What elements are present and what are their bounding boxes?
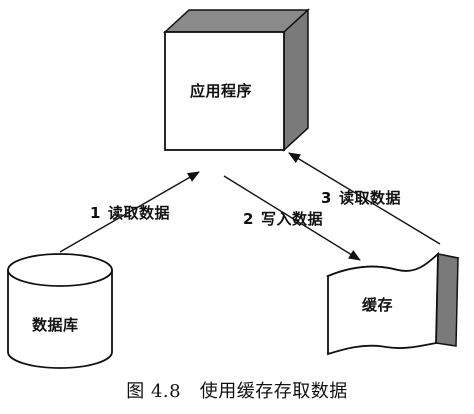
application-label: 应用程序 bbox=[190, 82, 253, 100]
arrow-db-to-app bbox=[59, 171, 200, 253]
application-node bbox=[163, 8, 310, 152]
edge-3-label: 读取数据 bbox=[339, 189, 402, 207]
database-cylinder-top bbox=[7, 253, 113, 287]
cache-node bbox=[325, 251, 460, 356]
arrow-app-to-cache bbox=[223, 175, 361, 261]
edge-1-step: 1 bbox=[90, 204, 101, 222]
database-label: 数据库 bbox=[32, 316, 79, 334]
database-cylinder-body bbox=[7, 270, 113, 369]
database-node bbox=[7, 253, 113, 369]
application-cube-side bbox=[283, 8, 309, 152]
cache-label: 缓存 bbox=[362, 296, 394, 314]
figure-number: 图 4.8 bbox=[126, 381, 182, 402]
edge-2-label: 写入数据 bbox=[261, 210, 324, 228]
arrow-cache-to-app bbox=[288, 152, 441, 245]
edge-1-label: 读取数据 bbox=[108, 204, 171, 222]
edge-2-step: 2 bbox=[243, 210, 254, 228]
cache-card-front bbox=[327, 251, 439, 356]
edge-3-step: 3 bbox=[321, 189, 332, 207]
figure-caption: 图 4.8 使用缓存存取数据 bbox=[0, 377, 474, 403]
application-cube-front bbox=[164, 31, 285, 151]
cache-card-side bbox=[435, 253, 459, 347]
figure-title: 使用缓存存取数据 bbox=[199, 381, 348, 402]
